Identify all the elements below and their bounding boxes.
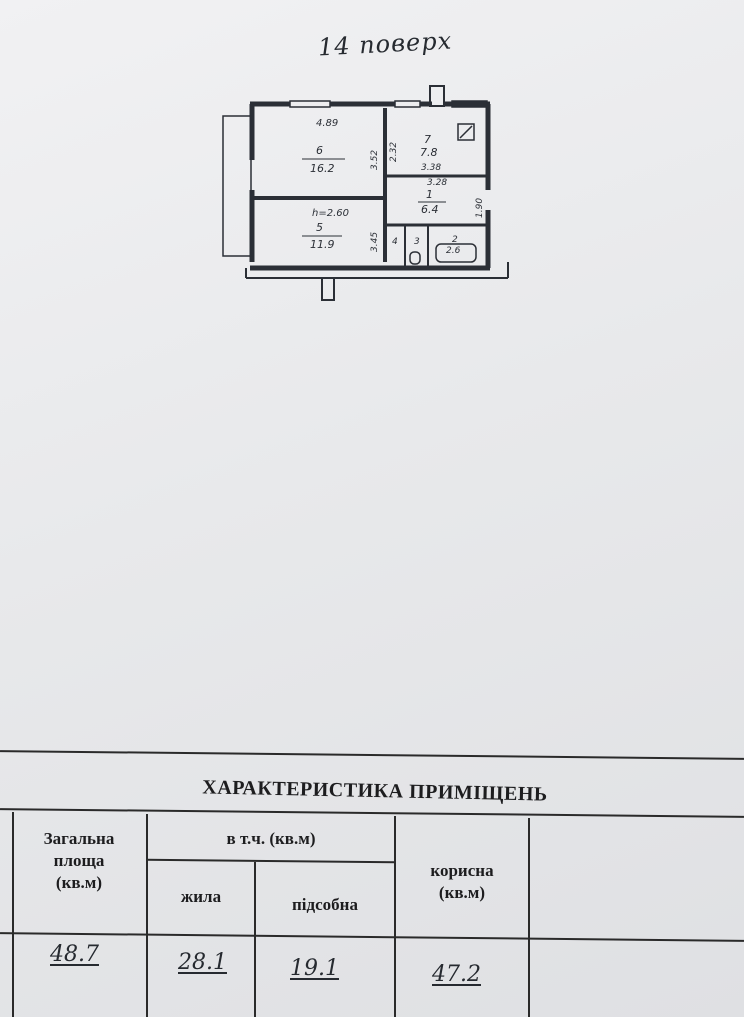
table-col-divider: [528, 818, 530, 1017]
room2-area: 2.6: [446, 246, 461, 256]
room4-number: 4: [392, 237, 398, 247]
value-useful-area: 47.2: [432, 962, 481, 987]
dim-mid: 3.38: [421, 163, 441, 173]
table-col-divider: [12, 812, 14, 1017]
value-total-area: 48.7: [50, 942, 99, 967]
dim-mid2: 3.28: [427, 178, 447, 188]
room3-number: 3: [414, 237, 420, 247]
toilet: [409, 251, 421, 265]
value-living-area: 28.1: [178, 950, 227, 975]
dim-vert1: 3.52: [370, 150, 380, 170]
window-top: [394, 100, 421, 108]
table-col-divider: [146, 814, 148, 1017]
room7-area: 7.8: [420, 146, 438, 159]
room7-number: 7: [424, 133, 431, 146]
dim-height: h=2.60: [312, 208, 349, 219]
header-total-area: Загальна площа (кв.м): [43, 829, 115, 892]
header-auxiliary: підсобна: [292, 895, 358, 914]
table-col-divider: [394, 816, 396, 1017]
stove: [457, 123, 475, 141]
window-top: [289, 100, 331, 108]
value-auxiliary-area: 19.1: [290, 956, 339, 981]
room2-number: 2: [452, 235, 458, 245]
dim-vert4: 3.45: [370, 232, 380, 252]
room1-number: 1: [426, 188, 433, 201]
chimney: [429, 85, 445, 107]
dim-vert2: 2.32: [389, 142, 399, 162]
room6-number: 6: [316, 144, 323, 157]
header-including: в т.ч. (кв.м): [226, 829, 316, 848]
stair-stub: [321, 277, 335, 301]
balcony: [222, 115, 252, 257]
room5-number: 5: [316, 221, 323, 234]
room5-area: 11.9: [310, 238, 335, 251]
header-living: жила: [180, 887, 222, 906]
bathtub: [435, 243, 477, 263]
header-useful-area: корисна (кв.м): [430, 861, 494, 902]
dim-vert3: 1.90: [475, 198, 485, 218]
table-col-divider: [254, 862, 256, 1017]
room6-area: 16.2: [310, 162, 335, 175]
dim-top: 4.89: [316, 118, 338, 129]
floor-plan: 6 16.2 5 11.9 7 7.8 1 6.4 4 3 2 2.6 4.89…: [222, 85, 509, 301]
room1-area: 6.4: [421, 203, 439, 216]
